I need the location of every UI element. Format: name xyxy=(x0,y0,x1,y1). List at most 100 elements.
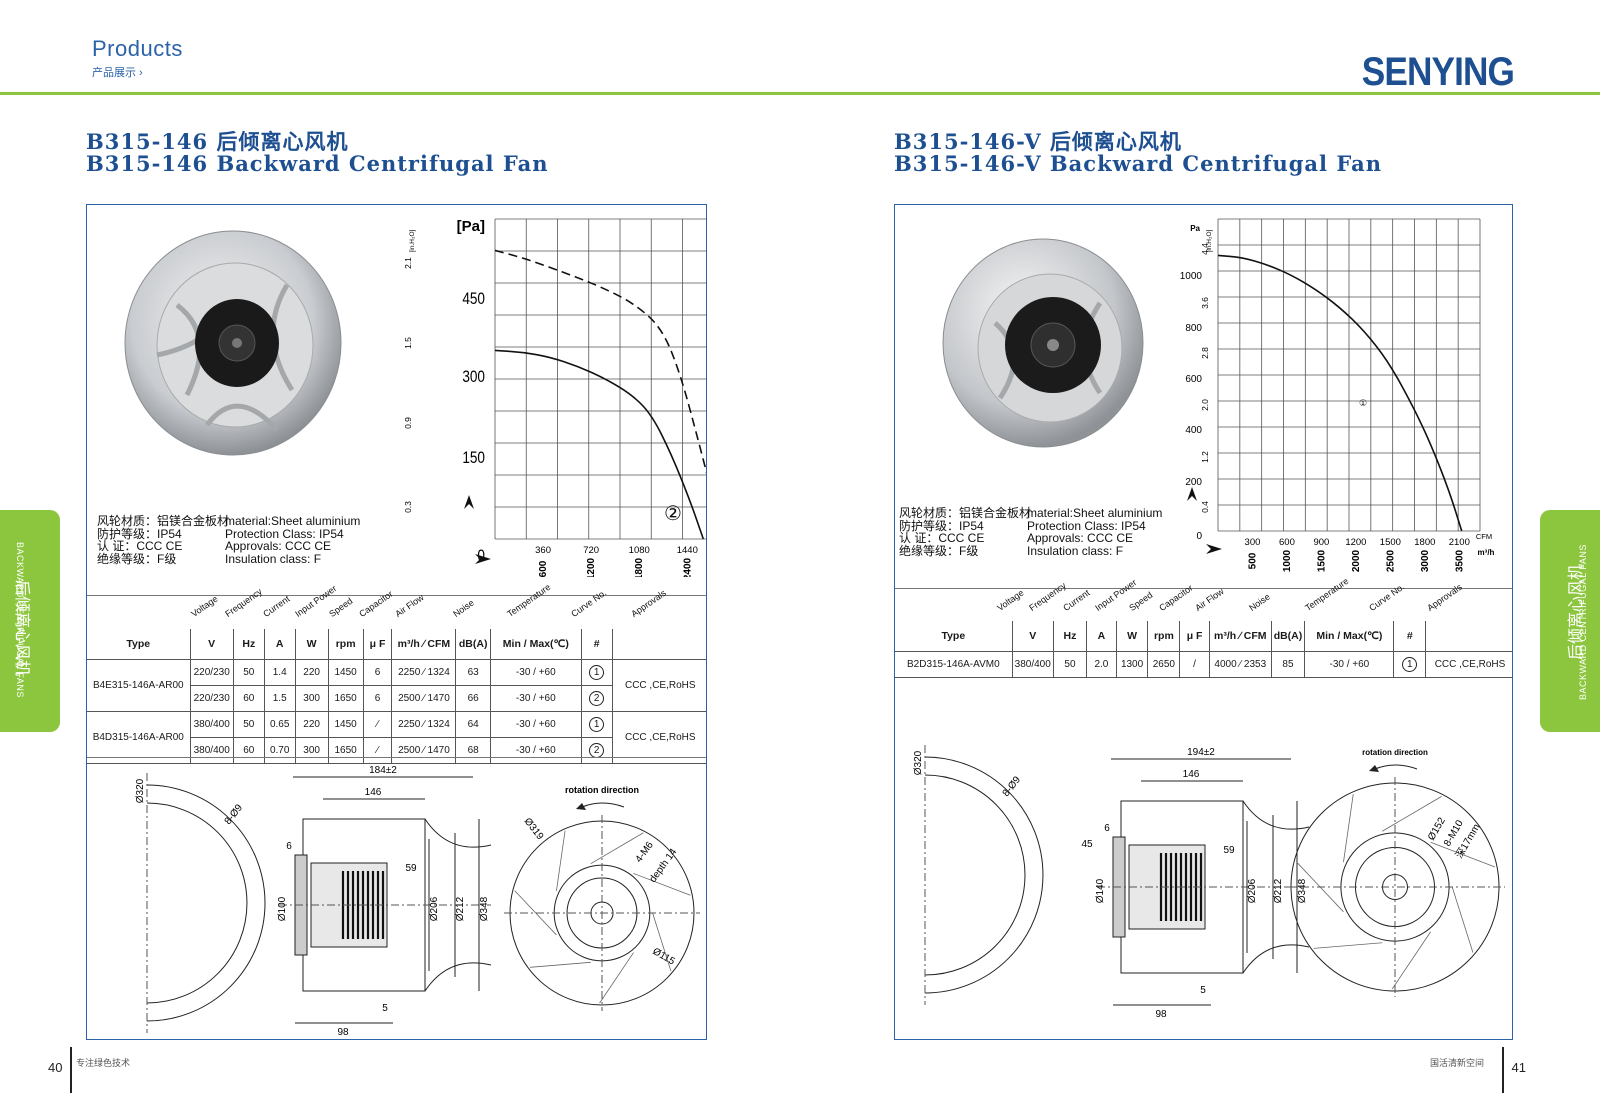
table-header-cell xyxy=(1424,621,1512,652)
table-cell: 50 xyxy=(232,659,265,686)
approvals-cell: CCC ,CE,RoHS xyxy=(1424,651,1512,678)
table-header-cell: Hz xyxy=(232,629,265,660)
dim-label: Ø319 xyxy=(522,816,546,842)
y2-tick-label: 4.4 xyxy=(1200,243,1210,255)
table-cell: 380/400 xyxy=(1011,651,1054,678)
table-header-cell: # xyxy=(580,629,613,660)
table-cell: -30 / +60 xyxy=(1304,651,1394,678)
x-top-tick-label: 720 xyxy=(583,545,599,556)
table-header-cell: rpm xyxy=(327,629,364,660)
x-top-tick-label: 1800 xyxy=(1414,537,1435,548)
table-cell: 2 xyxy=(580,737,613,764)
x-bottom-tick-label: 1200 xyxy=(586,557,597,577)
table-cell: -30 / +60 xyxy=(489,685,582,712)
y-axis-title: [Pa] xyxy=(457,218,485,235)
dim-label: Ø100 xyxy=(277,896,288,921)
x-bottom-tick-label: 2000 xyxy=(1351,549,1362,572)
table-header-cell: V xyxy=(1011,621,1054,652)
y-tick-label: 600 xyxy=(1185,374,1202,385)
y2-axis-title: [in.H₂O] xyxy=(409,229,416,252)
table-cell: 2250 ∕ 1324 xyxy=(391,659,456,686)
dim-label: Ø320 xyxy=(913,750,924,775)
dim-label: 5 xyxy=(1200,985,1206,996)
rotated-column-header: Speed xyxy=(1127,589,1155,613)
x-top-tick-label: 600 xyxy=(1279,537,1295,548)
x-top-tick-label: 1200 xyxy=(1345,537,1366,548)
table-cell: 380/400 xyxy=(189,737,234,764)
y-axis-title: Pa xyxy=(1190,224,1200,233)
table-cell: -30 / +60 xyxy=(489,711,582,738)
x-bottom-tick-label: 500 xyxy=(1247,552,1258,569)
fan-photo xyxy=(942,238,1144,448)
table-cell: 85 xyxy=(1270,651,1305,678)
table-cell: 0.70 xyxy=(263,737,296,764)
x-top-tick-label: 360 xyxy=(535,545,551,556)
rotation-arrowhead xyxy=(576,803,586,810)
table-cell: 1 xyxy=(580,711,613,738)
dim-label: Ø320 xyxy=(135,778,146,803)
table-cell: 0.65 xyxy=(263,711,296,738)
y-axis-arrow xyxy=(1187,487,1197,501)
outline-arc xyxy=(146,802,248,1004)
dim-label: 6 xyxy=(286,841,292,852)
x-bottom-axis-title: m³/h xyxy=(1478,548,1495,557)
x-axis-arrow xyxy=(1206,544,1222,554)
side-tab-right: 后倾离心风机 BACKWARD CENTRIFUGAL FANS xyxy=(1540,510,1600,732)
table-cell: 6 xyxy=(362,685,392,712)
x-bottom-tick-label: 600 xyxy=(538,560,549,577)
blade-line xyxy=(652,912,672,972)
rotation-label: rotation direction xyxy=(565,785,639,795)
blade-line xyxy=(590,832,644,865)
y2-tick-label: 0.3 xyxy=(403,501,413,513)
footer-note-right: 国活清新空间 xyxy=(1429,1058,1484,1068)
rotation-arrowhead xyxy=(1369,765,1379,772)
curve-number-badge: 2 xyxy=(589,690,605,706)
blade-line xyxy=(1382,796,1442,832)
y-axis-arrow xyxy=(464,495,474,509)
divider xyxy=(87,757,706,758)
right-title-en: B315-146-V Backward Centrifugal Fan xyxy=(894,151,1382,176)
side-tab-en: BACKWARD CENTRIFUGAL FANS xyxy=(15,542,25,698)
rotated-column-header: Voltage xyxy=(995,587,1026,613)
table-cell: 50 xyxy=(1052,651,1087,678)
rotated-column-header: Temperature xyxy=(505,581,553,619)
table-cell: -30 / +60 xyxy=(489,659,582,686)
dim-label: 98 xyxy=(1155,1009,1167,1020)
side-tab-en: BACKWARD CENTRIFUGAL FANS xyxy=(1578,544,1588,700)
table-cell: -30 / +60 xyxy=(489,737,582,764)
rotated-column-header: Current xyxy=(1061,587,1092,613)
dim-label: Ø212 xyxy=(1273,878,1284,903)
y2-tick-label: 0.9 xyxy=(403,417,413,429)
fan-photo xyxy=(124,230,342,456)
x-bottom-tick-label: 1800 xyxy=(634,557,645,577)
curve-number-badge: 1 xyxy=(589,664,605,680)
right-performance-chart: 020040060080010000.41.22.02.83.64.4Pa[in… xyxy=(1180,218,1495,572)
rotated-column-header: Speed xyxy=(327,595,355,619)
blade-line xyxy=(1451,886,1474,953)
header-divider xyxy=(0,92,1600,95)
impeller-outline xyxy=(424,818,492,992)
table-cell: ∕ xyxy=(362,737,392,764)
section-title: Products xyxy=(92,36,183,61)
table-header-cell: # xyxy=(1393,621,1426,652)
dim-label: Ø206 xyxy=(429,896,440,921)
y2-tick-label: 1.2 xyxy=(1200,451,1210,463)
table-header-cell: m³/h ∕ CFM xyxy=(391,629,456,660)
dim-label: 6 xyxy=(1104,823,1110,834)
table-cell: 1.5 xyxy=(263,685,296,712)
rotated-column-header: Approvals xyxy=(629,587,668,619)
table-cell: 1.4 xyxy=(263,659,296,686)
table-cell: 300 xyxy=(294,685,329,712)
footer-rule xyxy=(70,1047,72,1093)
y2-tick-label: 2.8 xyxy=(1200,347,1210,359)
dim-label: Ø140 xyxy=(1095,878,1106,903)
